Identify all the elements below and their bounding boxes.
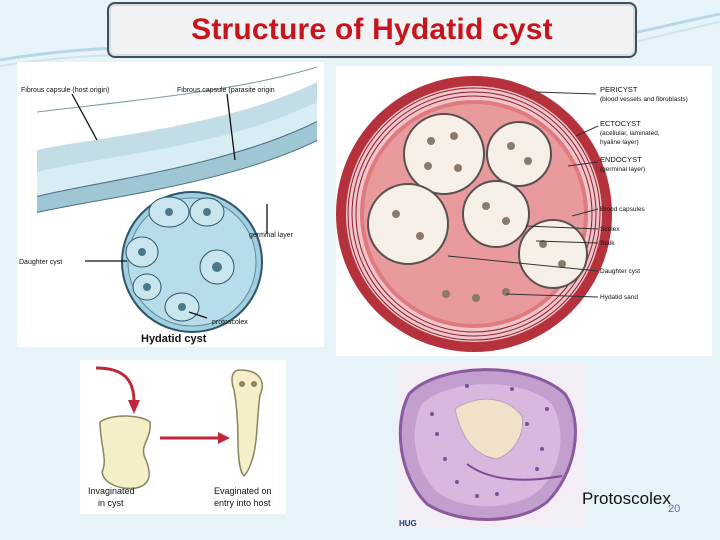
label-protoscolex: protoscolex [212, 319, 248, 326]
label-scolex: Scolex [600, 226, 620, 233]
hydatid-cyst-diagram: Fibrous capsule (host origin) Fibrous ca… [17, 62, 324, 347]
label-daughter-cyst: Daughter cyst [19, 259, 62, 266]
label-pericyst-sub: (blood vessels and fibroblasts) [600, 96, 688, 103]
label-stalk: Stalk [600, 240, 615, 247]
protoscolex-diagram: Invaginated in cyst Evaginated on entry … [80, 360, 286, 514]
label-fibrous-parasite: Fibrous capsule (parasite origin [177, 87, 275, 94]
protoscolex-caption: Protoscolex [582, 489, 671, 508]
label-pericyst: PERICYST [600, 85, 638, 94]
diagram-caption: Hydatid cyst [141, 333, 207, 345]
label-evaginated-2: entry into host [214, 498, 271, 508]
label-daughter-cyst-2: Daughter cyst [600, 268, 640, 275]
label-invaginated-2: in cyst [98, 498, 124, 508]
label-endocyst: ENDOCYST [600, 155, 642, 164]
photo-logo: HUG [399, 519, 417, 528]
slide-title: Structure of Hydatid cyst [191, 13, 553, 46]
protoscolex-histology-photo: HUG [397, 364, 585, 528]
label-evaginated-1: Evaginated on [214, 486, 272, 496]
label-ectocyst-sub1: (acellular, laminated, [600, 130, 660, 137]
label-invaginated-1: Invaginated [88, 486, 135, 496]
label-ectocyst-sub2: hyaline layer) [600, 139, 639, 146]
title-box: Structure of Hydatid cyst [107, 2, 637, 58]
label-germinal-layer: germinal layer [249, 232, 294, 239]
pericyst-diagram: PERICYST (blood vessels and fibroblasts)… [336, 66, 712, 356]
label-ectocyst: ECTOCYST [600, 119, 641, 128]
label-endocyst-sub: (germinal layer) [600, 166, 645, 173]
label-brood-capsules: Brood capsules [600, 206, 646, 213]
page-number: 20 [668, 503, 681, 515]
label-hydatid-sand: Hydatid sand [600, 294, 638, 301]
label-fibrous-host: Fibrous capsule (host origin) [21, 87, 109, 94]
